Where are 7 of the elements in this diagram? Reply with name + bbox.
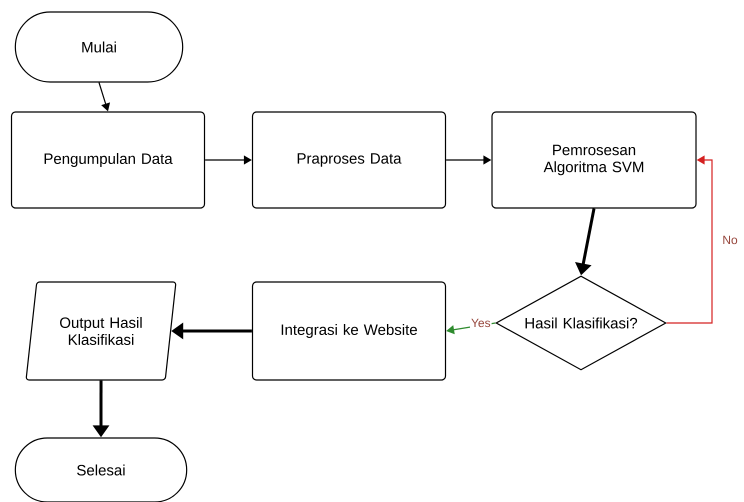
process-box: Integrasi ke Website xyxy=(252,281,446,381)
output-parallelogram: Output Hasil Klasifikasi xyxy=(26,281,176,381)
edge-label: Yes xyxy=(470,318,492,328)
process-box: Praproses Data xyxy=(252,111,446,209)
process-box: Pengumpulan Data xyxy=(10,111,206,209)
process-box: Pemrosesan Algoritma SVM xyxy=(491,111,697,209)
edge-label: No xyxy=(721,234,739,246)
